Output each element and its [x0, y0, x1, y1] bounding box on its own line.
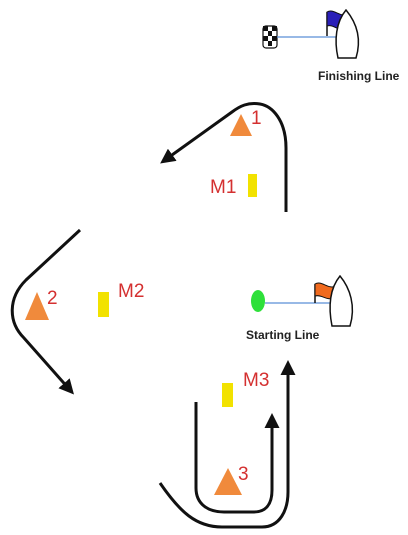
starting-line-label: Starting Line: [246, 328, 320, 342]
course-leg-3-outer: [158, 360, 296, 529]
start-boat: [329, 274, 354, 327]
buoy-1: 1: [230, 108, 262, 136]
marker-m1-label: M1: [210, 177, 236, 198]
buoy-3: 3: [214, 464, 249, 495]
buoy-2-triangle: [25, 292, 49, 320]
finish-checkered-buoy: [262, 25, 278, 49]
marker-m1-rect: [248, 174, 257, 197]
buoy-2-label: 2: [47, 288, 58, 309]
marker-m3-label: M3: [243, 370, 269, 391]
finishing-line: Finishing Line: [262, 8, 400, 83]
buoy-1-label: 1: [251, 108, 262, 129]
marker-m3: M3: [222, 370, 269, 407]
marker-m2-label: M2: [118, 281, 144, 302]
buoy-3-label: 3: [238, 464, 249, 485]
course-leg-3-inner: [194, 402, 280, 514]
starting-line: Starting Line: [246, 274, 354, 342]
marker-m2: M2: [98, 281, 144, 317]
marker-m1: M1: [210, 174, 257, 198]
course-leg-2: [10, 228, 82, 395]
marker-m2-rect: [98, 292, 109, 317]
buoy-3-triangle: [214, 468, 242, 495]
buoy-1-triangle: [230, 114, 252, 136]
finishing-line-label: Finishing Line: [318, 69, 400, 83]
start-green-buoy: [251, 290, 265, 312]
course-leg-1: [160, 102, 288, 212]
marker-m3-rect: [222, 383, 233, 407]
finish-boat: [335, 8, 360, 59]
buoy-2: 2: [25, 288, 58, 320]
